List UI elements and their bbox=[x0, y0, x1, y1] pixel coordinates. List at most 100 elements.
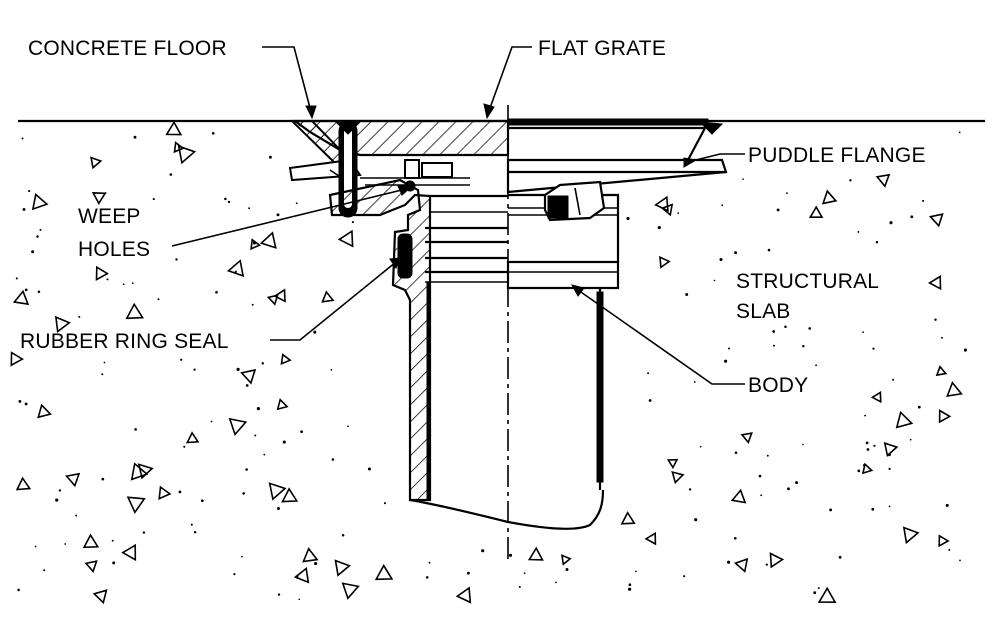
aggregate-dot bbox=[111, 539, 114, 542]
concrete-aggregate bbox=[10, 120, 967, 605]
aggregate-dot bbox=[36, 235, 39, 238]
aggregate-stone bbox=[302, 547, 319, 563]
aggregate-dot bbox=[699, 445, 702, 448]
aggregate-dot bbox=[481, 549, 485, 553]
aggregate-dot bbox=[467, 571, 470, 575]
aggregate-stone bbox=[91, 192, 107, 205]
aggregate-dot bbox=[21, 137, 24, 140]
aggregate-dot bbox=[254, 434, 257, 437]
rubber-ring-seal bbox=[397, 233, 413, 279]
aggregate-stone bbox=[883, 442, 899, 458]
aggregate-dot bbox=[626, 216, 630, 221]
aggregate-dot bbox=[236, 367, 240, 371]
aggregate-dot bbox=[22, 207, 26, 211]
aggregate-dot bbox=[940, 336, 943, 339]
aggregate-stone bbox=[935, 365, 948, 377]
aggregate-stone bbox=[374, 564, 394, 581]
aggregate-stone bbox=[644, 531, 657, 546]
aggregate-stone bbox=[177, 144, 197, 165]
aggregate-stone bbox=[90, 156, 103, 170]
aggregate-dot bbox=[713, 279, 716, 282]
aggregate-dot bbox=[34, 545, 37, 548]
aggregate-dot bbox=[210, 420, 213, 423]
aggregate-dot bbox=[787, 487, 790, 491]
aggregate-dot bbox=[347, 425, 349, 428]
aggregate-stone bbox=[620, 511, 636, 525]
drain-elevation-right bbox=[506, 118, 728, 530]
aggregate-dot bbox=[888, 467, 891, 471]
aggregate-dot bbox=[106, 278, 109, 281]
aggregate-dot bbox=[813, 591, 817, 595]
aggregate-dot bbox=[889, 221, 893, 225]
aggregate-dot bbox=[234, 270, 237, 273]
aggregate-dot bbox=[773, 344, 775, 347]
label-flat-grate: FLAT GRATE bbox=[538, 37, 666, 60]
aggregate-stone bbox=[84, 560, 98, 573]
aggregate-dot bbox=[17, 588, 20, 592]
aggregate-stone bbox=[321, 290, 335, 303]
aggregate-stone bbox=[280, 353, 292, 365]
aggregate-stone bbox=[927, 274, 942, 291]
aggregate-stone bbox=[938, 409, 952, 424]
aggregate-dot bbox=[256, 407, 260, 411]
aggregate-dot bbox=[200, 499, 204, 503]
aggregate-stone bbox=[561, 554, 572, 566]
label-structural: STRUCTURAL bbox=[736, 270, 879, 293]
aggregate-dot bbox=[648, 399, 652, 402]
aggregate-dot bbox=[134, 428, 137, 431]
aggregate-dot bbox=[865, 441, 869, 445]
aggregate-dot bbox=[298, 598, 301, 601]
body-wall-section bbox=[328, 178, 432, 502]
aggregate-dot bbox=[104, 192, 107, 194]
aggregate-stone bbox=[31, 192, 49, 211]
aggregate-dot bbox=[103, 361, 106, 364]
aggregate-dot bbox=[261, 362, 265, 365]
aggregate-dot bbox=[802, 443, 804, 446]
drain-section-left bbox=[288, 119, 510, 524]
aggregate-dot bbox=[277, 507, 280, 510]
aggregate-dot bbox=[873, 444, 876, 447]
aggregate-stone bbox=[895, 410, 914, 429]
aggregate-dot bbox=[295, 575, 299, 578]
aggregate-dot bbox=[351, 221, 354, 224]
aggregate-dot bbox=[742, 178, 744, 180]
aggregate-dot bbox=[276, 213, 280, 217]
aggregate-stone bbox=[228, 417, 248, 436]
aggregate-dot bbox=[58, 489, 62, 492]
aggregate-dot bbox=[872, 347, 875, 350]
aggregate-dot bbox=[772, 330, 776, 333]
aggregate-dot bbox=[245, 384, 249, 387]
aggregate-dot bbox=[37, 290, 41, 293]
aggregate-dot bbox=[193, 530, 197, 534]
aggregate-dot bbox=[252, 241, 256, 245]
aggregate-dot bbox=[963, 348, 967, 352]
aggregate-dot bbox=[383, 502, 386, 505]
aggregate-stone bbox=[158, 485, 172, 501]
aggregate-stone bbox=[12, 289, 30, 306]
aggregate-dot bbox=[263, 453, 266, 456]
aggregate-stone bbox=[281, 487, 299, 503]
aggregate-dot bbox=[888, 505, 891, 508]
label-slab: SLAB bbox=[736, 300, 791, 323]
aggregate-dot bbox=[24, 288, 28, 292]
aggregate-dot bbox=[786, 192, 788, 195]
aggregate-dot bbox=[508, 553, 513, 557]
aggregate-dot bbox=[425, 576, 429, 579]
aggregate-dot bbox=[795, 481, 799, 485]
aggregate-dot bbox=[766, 454, 769, 457]
aggregate-stone bbox=[95, 265, 110, 281]
leader-lines bbox=[171, 46, 745, 385]
label-body: BODY bbox=[748, 374, 808, 397]
aggregate-dot bbox=[183, 445, 186, 448]
aggregate-dot bbox=[857, 230, 860, 233]
aggregate-dot bbox=[169, 173, 173, 176]
label-rubber-ring-seal: RUBBER RING SEAL bbox=[20, 330, 229, 353]
aggregate-dot bbox=[719, 257, 723, 262]
aggregate-dot bbox=[180, 358, 183, 361]
aggregate-dot bbox=[175, 258, 178, 261]
aggregate-dot bbox=[178, 490, 182, 494]
aggregate-stone bbox=[185, 431, 200, 444]
aggregate-dot bbox=[233, 573, 236, 576]
aggregate-stone bbox=[730, 488, 747, 504]
aggregate-stone bbox=[660, 203, 674, 217]
